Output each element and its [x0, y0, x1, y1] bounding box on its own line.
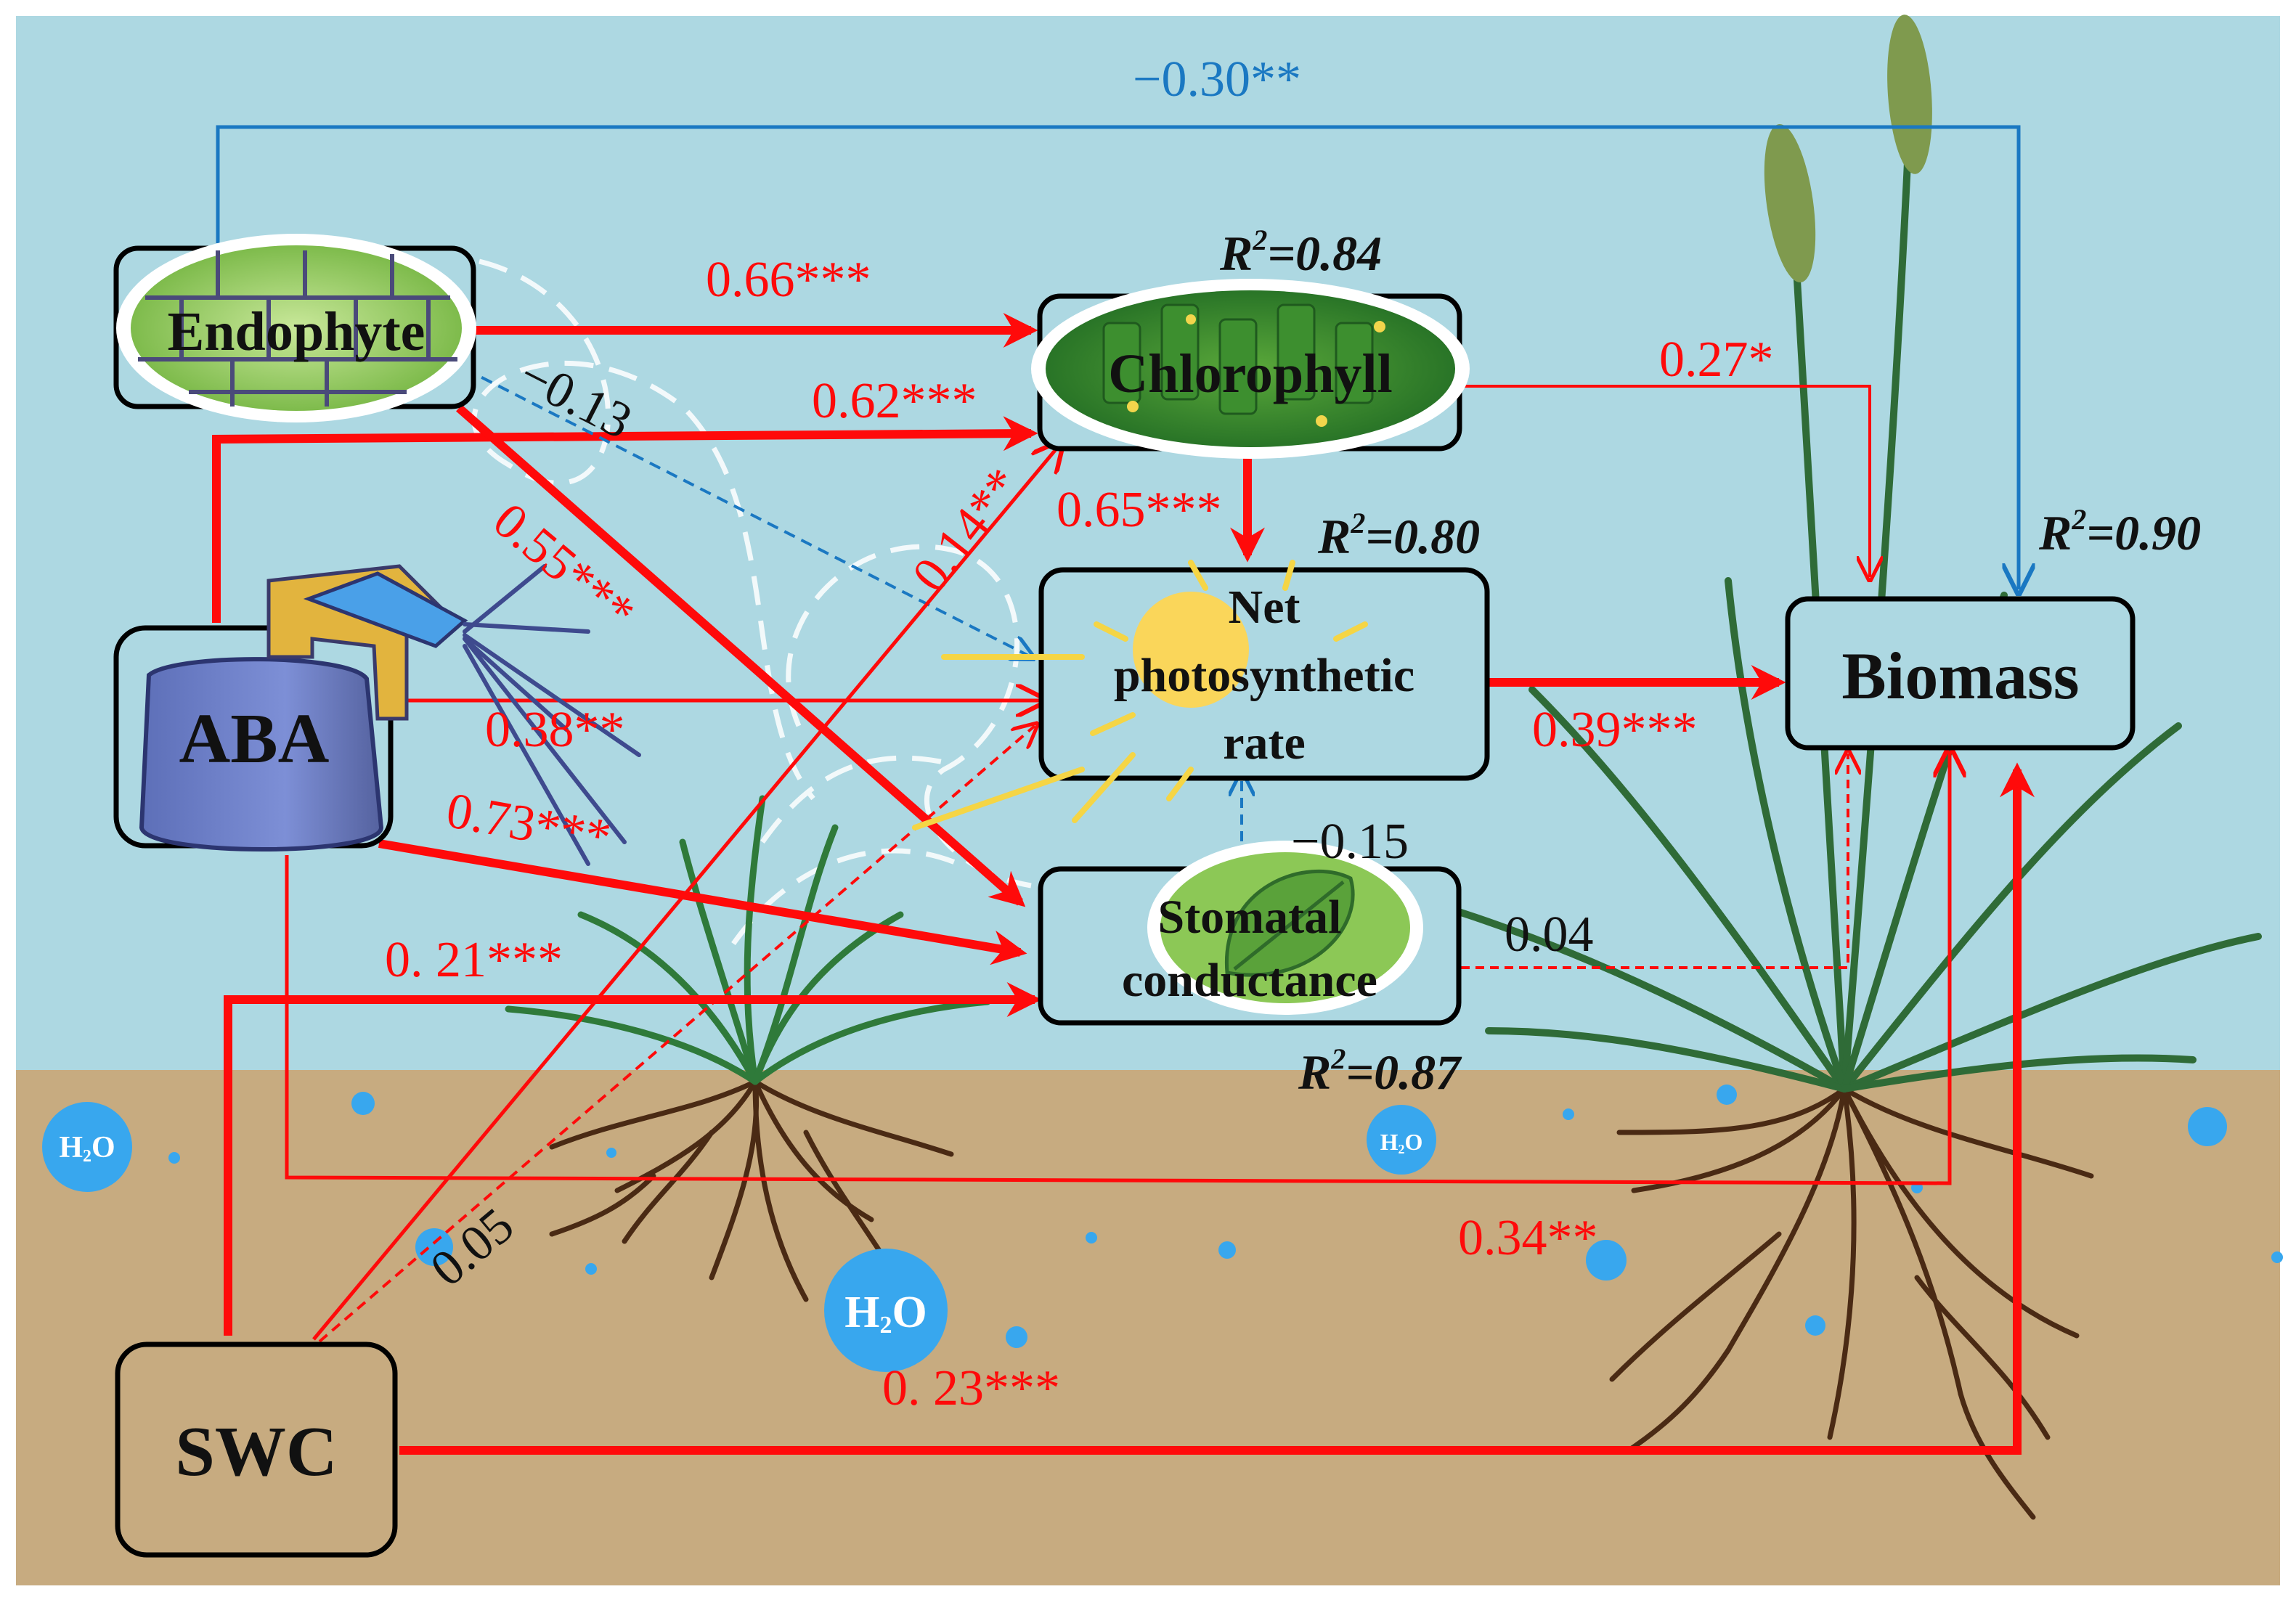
- node-aba: ABA: [113, 564, 641, 866]
- coef-endophyte-chlorophyll: 0.66***: [706, 252, 871, 308]
- node-endophyte: Endophyte: [113, 234, 476, 422]
- arrow-endophyte-stomatal: [456, 404, 1026, 907]
- node-label-swc: SWC: [175, 1413, 337, 1491]
- arrow-aba-biomass: [285, 751, 1950, 1185]
- coef-net-biomass: 0.39***: [1532, 702, 1698, 758]
- node-label-stomatal-line2: conductance: [1122, 954, 1377, 1007]
- r2-stomatal-conductance: R2=0.87: [1298, 1042, 1462, 1100]
- coef-stomatal-biomass: 0.04: [1505, 907, 1594, 963]
- r2-chlorophyll: R2=0.84: [1219, 224, 1382, 281]
- decorative-swirls: [471, 258, 1032, 946]
- coef-chlorophyll-net: 0.65***: [1057, 482, 1222, 538]
- node-label-net-line2: photosynthetic: [1114, 649, 1414, 702]
- water-label: H2O: [59, 1131, 115, 1166]
- node-stomatal-conductance: Stomatal conductance: [1038, 841, 1462, 1026]
- water-label: H2O: [844, 1288, 927, 1339]
- arrow-chlorophyll-biomass: [1460, 385, 1870, 577]
- arrow-stomatal-biomass: [1461, 754, 1848, 969]
- coef-aba-biomass: 0.34**: [1458, 1210, 1598, 1266]
- grass-seed-heads: [1764, 15, 1932, 283]
- node-biomass: Biomass: [1785, 596, 2136, 751]
- r2-net-photosynthetic-rate: R2=0.80: [1317, 507, 1480, 564]
- leaf-icon: [1147, 841, 1423, 1015]
- plant-cells-icon: [116, 234, 476, 422]
- spray-bottle-icon: [139, 564, 641, 866]
- node-chlorophyll: Chlorophyll: [1031, 279, 1470, 459]
- node-swc: SWC: [115, 1341, 398, 1558]
- chloroplast-icon: [1031, 279, 1470, 459]
- node-net-photosynthetic-rate: Net photosynthetic rate: [912, 560, 1490, 830]
- arrow-aba-stomatal: [378, 839, 1027, 965]
- r2-biomass: R2=0.90: [2038, 503, 2201, 560]
- node-label-net-line3: rate: [1223, 716, 1306, 769]
- water-droplet-icon: [42, 1085, 2283, 1372]
- node-label-stomatal-line1: Stomatal: [1158, 891, 1342, 944]
- grass-plant-right: [1441, 113, 2262, 1093]
- node-label-endophyte: Endophyte: [168, 301, 426, 362]
- node-label-net-line1: Net: [1229, 581, 1300, 634]
- arrow-swc-biomass: [399, 762, 2035, 1455]
- coef-endophyte-biomass: −0.30**: [1133, 52, 1301, 107]
- coef-swc-biomass: 0. 23***: [882, 1360, 1060, 1416]
- coef-aba-chlorophyll: 0.62***: [812, 373, 977, 429]
- roots-left: [549, 1079, 954, 1302]
- arrow-endophyte-biomass: [216, 125, 2019, 589]
- sun-icon: [912, 560, 1368, 830]
- coef-swc-stomatal: 0. 21***: [385, 932, 563, 988]
- arrow-endophyte-net: [464, 367, 1031, 657]
- node-label-aba: ABA: [179, 700, 330, 778]
- coef-aba-net: 0.38**: [485, 702, 625, 758]
- node-label-biomass: Biomass: [1841, 639, 2079, 713]
- node-label-chlorophyll: Chlorophyll: [1108, 343, 1392, 404]
- arrow-swc-stomatal: [224, 982, 1042, 1336]
- arrow-aba-chlorophyll: [212, 416, 1038, 623]
- coef-stomatal-net: −0.15: [1291, 814, 1409, 870]
- water-label: H2O: [1380, 1129, 1423, 1156]
- coef-chlorophyll-biomass: 0.27*: [1659, 332, 1774, 388]
